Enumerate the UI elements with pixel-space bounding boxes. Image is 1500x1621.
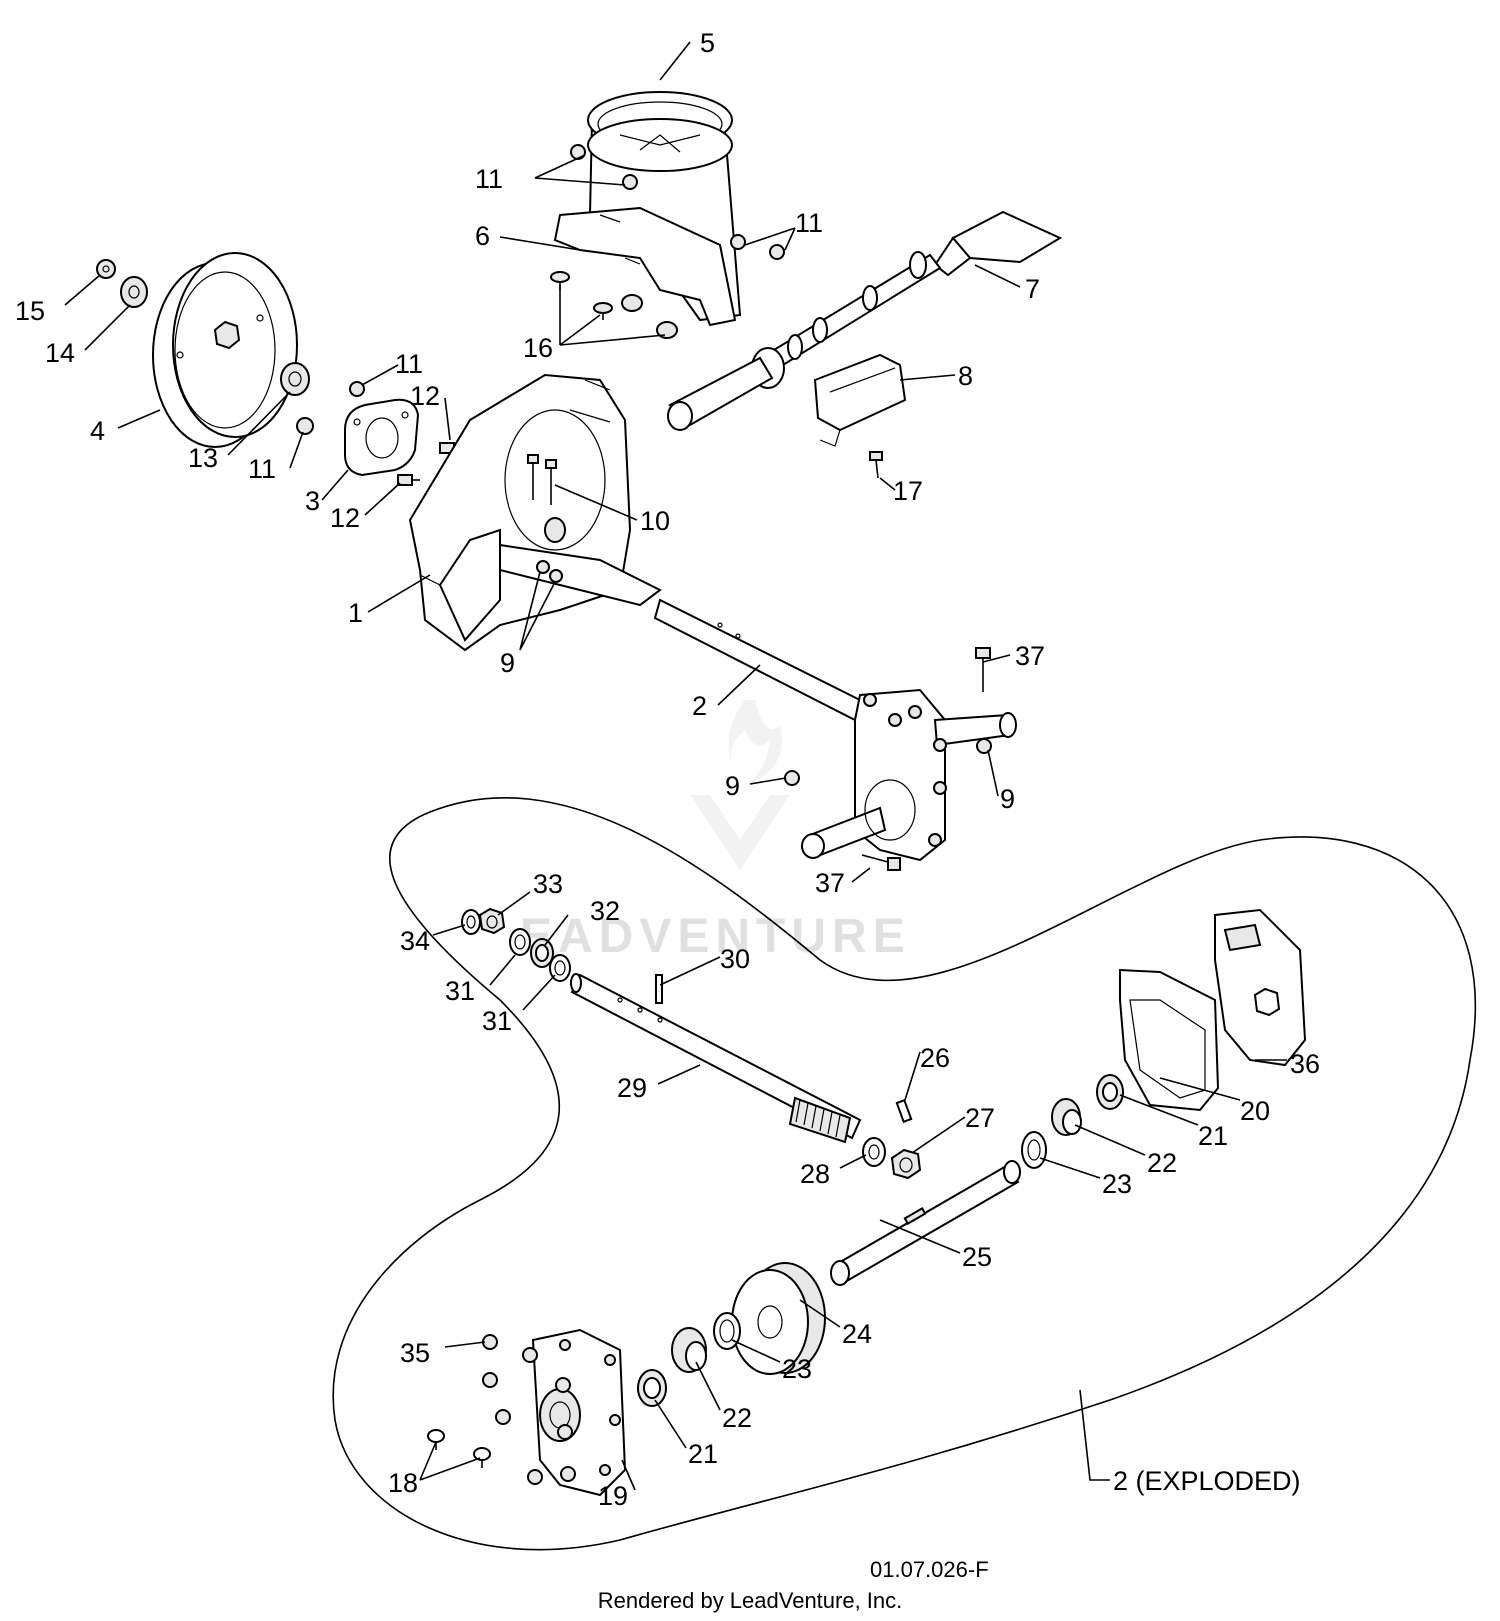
label-7: 7	[1025, 274, 1040, 304]
label-21-b: 21	[688, 1439, 718, 1469]
label-37-a: 37	[1015, 641, 1045, 671]
label-8: 8	[958, 361, 973, 391]
label-22-a: 22	[1147, 1148, 1177, 1178]
part-20-gasket	[1119, 968, 1220, 1112]
label-6: 6	[475, 221, 490, 251]
label-9-a: 9	[500, 648, 515, 678]
label-37-b: 37	[815, 868, 845, 898]
label-36: 36	[1290, 1049, 1320, 1079]
label-15: 15	[15, 296, 45, 326]
label-32: 32	[590, 896, 620, 926]
label-34: 34	[400, 926, 430, 956]
part-22-bearing-a	[1051, 1098, 1082, 1136]
label-28: 28	[800, 1159, 830, 1189]
part-17-screw	[869, 451, 883, 479]
label-11-b: 11	[795, 208, 823, 238]
label-11-c: 11	[248, 454, 276, 484]
watermark-text: EADVENTURE	[520, 910, 911, 963]
label-13: 13	[188, 443, 218, 473]
part-23-washer-a	[1021, 1131, 1047, 1169]
label-31-a: 31	[445, 976, 475, 1006]
part-21-seal-a	[1096, 1074, 1124, 1110]
part-8-crank-guide	[813, 353, 907, 447]
part-14-nut	[120, 276, 148, 308]
part-18-vent-plugs	[427, 1429, 491, 1468]
part-7-chute-crank	[667, 210, 1063, 431]
part-21-seal-b	[637, 1369, 667, 1407]
label-29: 29	[617, 1073, 647, 1103]
part-15-washer	[96, 259, 116, 279]
label-26: 26	[920, 1043, 950, 1073]
rendered-by-footer: Rendered by LeadVenture, Inc.	[597, 1588, 903, 1613]
label-9-c: 9	[1000, 784, 1015, 814]
part-2-gearbox-assembly	[653, 598, 1017, 862]
part-24-worm-gear	[731, 1262, 826, 1375]
label-9-b: 9	[725, 771, 740, 801]
watermark-logo	[690, 700, 790, 870]
part-28-washer	[862, 1137, 886, 1167]
part-9-nuts	[536, 560, 992, 786]
part-25-output-shaft	[830, 1160, 1021, 1286]
label-12-b: 12	[330, 503, 360, 533]
label-35: 35	[400, 1338, 430, 1368]
part-23-washer-b	[713, 1312, 741, 1350]
label-20: 20	[1240, 1096, 1270, 1126]
label-16: 16	[523, 333, 553, 363]
part-34-washer	[461, 909, 481, 935]
label-1: 1	[348, 598, 363, 628]
part-29-worm-shaft	[570, 973, 862, 1144]
part-1-auger-housing	[408, 373, 662, 652]
part-31-washer-a	[509, 928, 531, 956]
label-25: 25	[962, 1242, 992, 1272]
part-31-washer-b	[549, 954, 571, 982]
part-27-bushing	[890, 1148, 922, 1180]
part-37-bolts	[861, 647, 991, 871]
leader-lines	[64, 41, 1287, 1491]
label-23-a: 23	[1102, 1169, 1132, 1199]
part-32-seal	[530, 938, 554, 968]
exploded-view-boundary	[332, 796, 1476, 1551]
label-11-d: 11	[395, 349, 423, 379]
label-24: 24	[842, 1319, 872, 1349]
part-6-chute-bracket	[553, 206, 737, 327]
label-23-b: 23	[782, 1354, 812, 1384]
part-22-bearing-b	[671, 1327, 707, 1373]
part-16-carriage-bolts	[550, 271, 678, 339]
label-18: 18	[388, 1468, 418, 1498]
label-5: 5	[700, 28, 715, 58]
part-30-pin	[655, 974, 663, 1004]
label-10: 10	[640, 506, 670, 536]
label-11-a: 11	[475, 164, 503, 194]
part-36-housing-half	[1214, 908, 1307, 1067]
part-35-screws	[482, 1334, 576, 1485]
label-14: 14	[45, 338, 75, 368]
part-19-housing-half	[531, 1328, 627, 1497]
label-19: 19	[598, 1481, 628, 1511]
part-10-bolts	[527, 454, 557, 505]
part-26-key	[895, 1098, 913, 1124]
label-2: 2	[692, 691, 707, 721]
label-33: 33	[533, 869, 563, 899]
drawing-code: 01.07.026-F	[870, 1557, 989, 1582]
part-13-bushing	[280, 362, 310, 396]
label-22-b: 22	[722, 1403, 752, 1433]
label-30: 30	[720, 944, 750, 974]
part-4-pulley	[152, 252, 298, 448]
part-3-bearing-flange	[344, 398, 420, 477]
label-31-b: 31	[482, 1006, 512, 1036]
label-21-a: 21	[1198, 1121, 1228, 1151]
label-2-exploded: 2 (EXPLODED)	[1113, 1466, 1301, 1496]
part-11-nuts	[296, 234, 785, 435]
label-27: 27	[965, 1103, 995, 1133]
label-12-a: 12	[410, 381, 440, 411]
label-17: 17	[893, 476, 923, 506]
label-3: 3	[305, 486, 320, 516]
label-4: 4	[90, 416, 105, 446]
